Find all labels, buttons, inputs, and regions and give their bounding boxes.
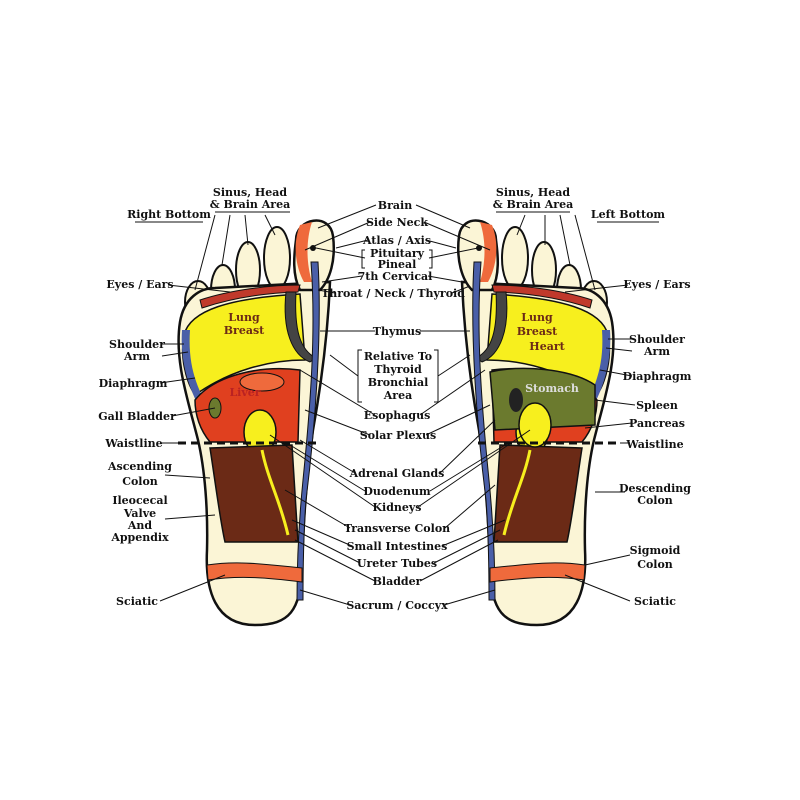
- label-thymus: Thymus: [373, 325, 421, 338]
- label-7th-cervical: 7th Cervical: [358, 270, 433, 283]
- label-side-neck: Side Neck: [366, 216, 428, 229]
- label-eyes-ears-left: Eyes / Ears: [623, 278, 690, 291]
- label-breast-left: Breast: [517, 325, 558, 338]
- left-bottom-title: Left Bottom: [591, 208, 666, 221]
- label-gall-bladder: Gall Bladder: [98, 410, 176, 423]
- label-sigmoid-2: Colon: [637, 558, 673, 571]
- sinus-label-right: Sinus, Head: [213, 186, 287, 199]
- label-ileocecal-3: And: [127, 519, 153, 532]
- stomach-region: [489, 367, 596, 431]
- label-ileocecal-2: Valve: [123, 507, 156, 520]
- label-arm-left: Arm: [643, 345, 670, 358]
- label-relative-3: Bronchial: [368, 376, 429, 389]
- label-sciatic-left: Sciatic: [634, 595, 676, 608]
- label-relative-4: Area: [383, 389, 412, 402]
- label-descending-2: Colon: [637, 494, 673, 507]
- label-esophagus: Esophagus: [364, 409, 431, 422]
- sinus-label-left: Sinus, Head: [496, 186, 570, 199]
- spleen-mark: [509, 388, 523, 412]
- label-eyes-ears-right: Eyes / Ears: [106, 278, 173, 291]
- leader-lines: [159, 204, 636, 606]
- brain-area-label-right: & Brain Area: [210, 198, 290, 211]
- left-kidney: [518, 402, 552, 448]
- label-descending-1: Descending: [619, 482, 691, 495]
- label-stomach: Stomach: [525, 382, 579, 395]
- label-sciatic-right: Sciatic: [116, 595, 158, 608]
- label-diaphragm-right: Diaphragm: [99, 377, 168, 390]
- label-pituitary: Pituitary: [370, 247, 425, 260]
- label-sigmoid-1: Sigmoid: [630, 544, 681, 557]
- label-pineal: Pineal: [378, 258, 417, 271]
- label-ureter: Ureter Tubes: [357, 557, 437, 570]
- center-labels: Brain Side Neck Atlas / Axis Pituitary P…: [321, 199, 465, 612]
- label-sacrum: Sacrum / Coccyx: [346, 599, 448, 612]
- label-bladder: Bladder: [373, 575, 422, 588]
- label-relative-1: Relative To: [364, 350, 432, 363]
- label-waistline-right: Waistline: [104, 437, 162, 450]
- label-ascending-2: Colon: [122, 475, 158, 488]
- label-adrenal: Adrenal Glands: [349, 467, 445, 480]
- label-transverse-colon: Transverse Colon: [344, 522, 450, 535]
- left-labels: Eyes / Ears Shoulder Arm Diaphragm Gall …: [98, 278, 176, 608]
- label-brain: Brain: [378, 199, 412, 212]
- label-liver: Liver: [229, 386, 260, 399]
- label-shoulder-left: Shoulder: [629, 333, 685, 346]
- right-labels: Eyes / Ears Shoulder Arm Diaphragm Splee…: [619, 278, 692, 608]
- label-small-intestines: Small Intestines: [347, 540, 448, 553]
- label-atlas-axis: Atlas / Axis: [362, 234, 431, 247]
- label-spleen: Spleen: [636, 399, 678, 412]
- label-breast-right: Breast: [224, 324, 265, 337]
- label-ileocecal-1: Ileocecal: [112, 494, 167, 507]
- label-arm-right: Arm: [123, 350, 150, 363]
- label-duodenum: Duodenum: [363, 485, 431, 498]
- label-waistline-left: Waistline: [625, 438, 683, 451]
- inner-labels: Lung Breast Liver Lung Breast Heart Stom…: [224, 311, 579, 399]
- label-ascending-1: Ascending: [107, 460, 172, 473]
- label-pancreas: Pancreas: [629, 417, 685, 430]
- label-kidneys: Kidneys: [372, 501, 421, 514]
- right-bottom-title: Right Bottom: [127, 208, 211, 221]
- label-lung-left: Lung: [521, 311, 553, 324]
- label-throat: Throat / Neck / Thyroid: [321, 287, 465, 300]
- bracket: [361, 249, 433, 269]
- label-diaphragm-left: Diaphragm: [623, 370, 692, 383]
- label-solar-plexus: Solar Plexus: [360, 429, 436, 442]
- brain-area-label-left: & Brain Area: [493, 198, 573, 211]
- label-relative-2: Thyroid: [374, 363, 422, 376]
- label-lung-right: Lung: [228, 311, 260, 324]
- label-shoulder-right: Shoulder: [109, 338, 165, 351]
- right-foot: [177, 219, 336, 627]
- label-ileocecal-4: Appendix: [110, 531, 169, 544]
- label-heart: Heart: [529, 340, 565, 353]
